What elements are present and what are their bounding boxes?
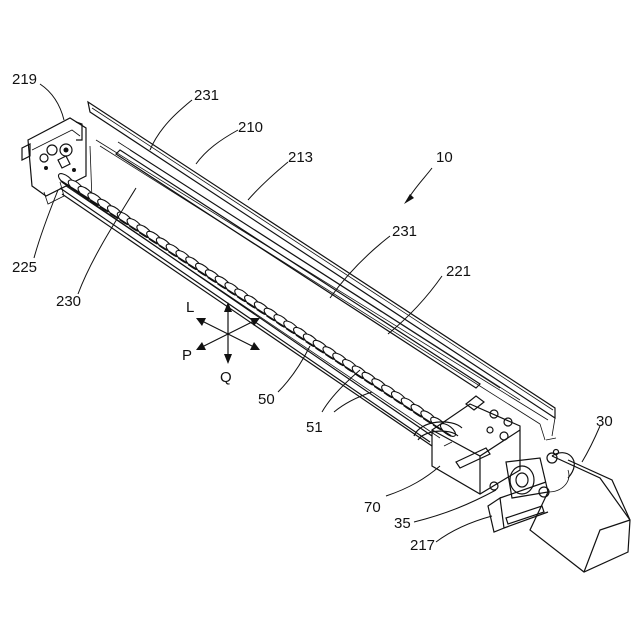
direction-label-P: P xyxy=(182,347,192,364)
shaft xyxy=(62,186,440,446)
label-231-top: 231 xyxy=(194,87,219,104)
label-70: 70 xyxy=(364,499,381,516)
coupling xyxy=(488,450,559,533)
direction-labels: L P Q xyxy=(182,299,232,386)
direction-label-Q: Q xyxy=(220,369,232,386)
label-51: 51 xyxy=(306,419,323,436)
motor xyxy=(530,453,630,572)
label-219: 219 xyxy=(12,71,37,88)
label-35: 35 xyxy=(394,515,411,532)
label-221: 221 xyxy=(446,263,471,280)
label-225: 225 xyxy=(12,259,37,276)
label-50: 50 xyxy=(258,391,275,408)
label-217: 217 xyxy=(410,537,435,554)
direction-label-L: L xyxy=(186,299,194,316)
label-230: 230 xyxy=(56,293,81,310)
label-30: 30 xyxy=(596,413,613,430)
label-210: 210 xyxy=(238,119,263,136)
label-10: 10 xyxy=(436,149,453,166)
label-231-right: 231 xyxy=(392,223,417,240)
label-213: 213 xyxy=(288,149,313,166)
